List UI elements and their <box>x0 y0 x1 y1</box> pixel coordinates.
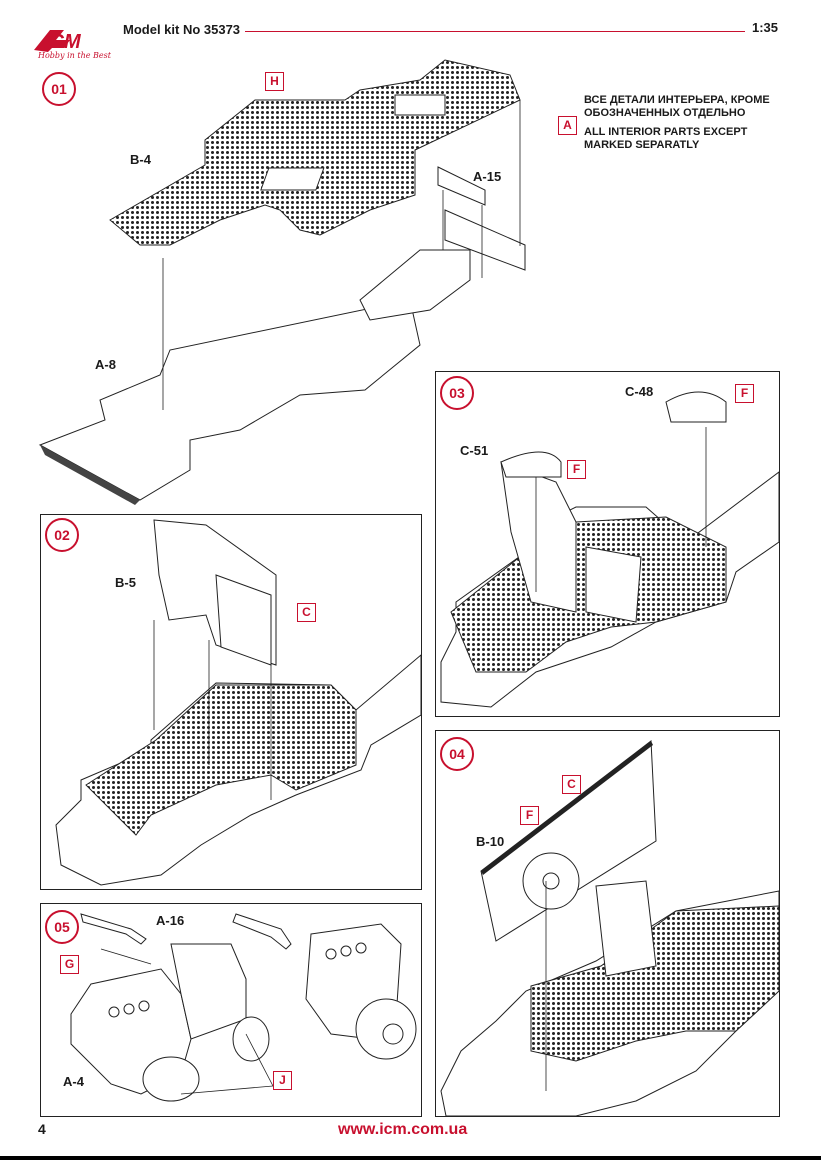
step-number-02: 02 <box>45 518 79 552</box>
logo-tagline: Hobby in the Best <box>38 51 111 60</box>
step-number-05: 05 <box>45 910 79 944</box>
marker-c: C <box>297 603 316 622</box>
part-label-a15: A-15 <box>473 169 502 184</box>
legend-text-en: ALL INTERIOR PARTS EXCEPT MARKED SEPARAT… <box>584 126 748 151</box>
footer-url-link[interactable]: www.icm.com.ua <box>338 1121 468 1138</box>
part-label-b4: B-4 <box>130 152 151 167</box>
marker-c-b10: C <box>562 775 581 794</box>
marker-j: J <box>273 1071 292 1090</box>
bottom-edge <box>0 1156 821 1160</box>
marker-g: G <box>60 955 79 974</box>
part-label-a8: A-8 <box>95 357 116 372</box>
part-label-c51: C-51 <box>460 443 489 458</box>
logo-brand: ICM <box>44 31 82 53</box>
part-label-b10: B-10 <box>476 834 505 849</box>
marker-f-c48: F <box>735 384 754 403</box>
step-05-panel <box>40 903 422 1117</box>
step-04-panel <box>435 730 780 1117</box>
icm-logo-mark: ICM <box>34 30 82 53</box>
step-number-03: 03 <box>440 376 474 410</box>
step-number-04: 04 <box>440 737 474 771</box>
step-03-panel <box>435 371 780 717</box>
step-03-drawing <box>440 391 779 708</box>
part-label-a4: A-4 <box>63 1074 84 1089</box>
step-02-panel <box>40 514 422 890</box>
step-number-01: 01 <box>42 72 76 106</box>
marker-h: H <box>265 72 284 91</box>
kit-title: Model kit No 35373 <box>123 22 241 37</box>
marker-f-c51: F <box>567 460 586 479</box>
icm-logo: ICM <box>30 22 110 64</box>
page-number: 4 <box>38 1121 46 1137</box>
step-05-drawing <box>70 913 417 1102</box>
part-label-c48: C-48 <box>625 384 654 399</box>
step-02-drawing <box>55 519 421 886</box>
legend-marker-a: A <box>558 116 577 135</box>
part-label-b5: B-5 <box>115 575 136 590</box>
legend-text-ru: ВСЕ ДЕТАЛИ ИНТЕРЬЕРА, КРОМЕ ОБОЗНАЧЕННЫХ… <box>584 94 770 119</box>
scale-label: 1:35 <box>752 20 779 35</box>
step-04-drawing <box>440 740 779 1116</box>
marker-f-b10: F <box>520 806 539 825</box>
header-rule <box>245 31 745 32</box>
part-label-a16: A-16 <box>156 913 185 928</box>
